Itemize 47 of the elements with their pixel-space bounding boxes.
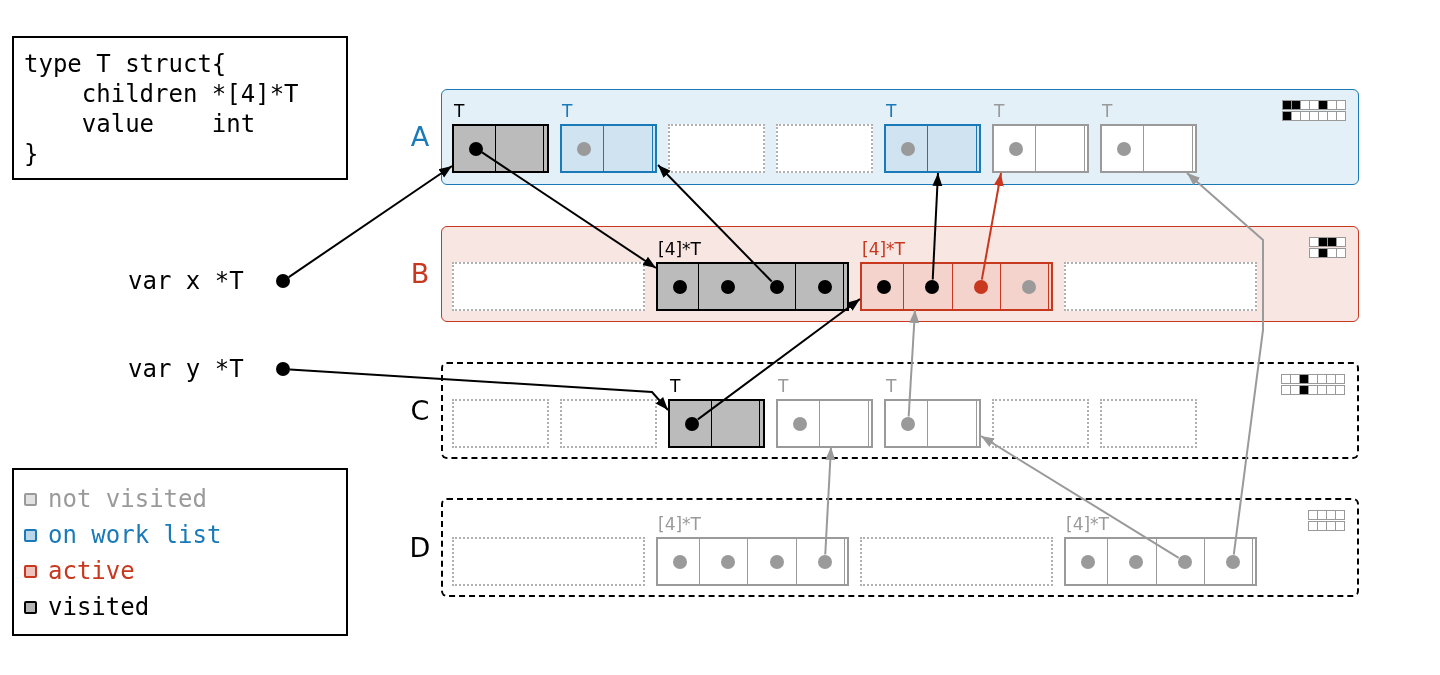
pointer-arrow: [824, 446, 836, 556]
variable-declaration: var y *T: [128, 354, 244, 384]
legend-label: not visited: [48, 484, 207, 514]
span-label: A: [409, 120, 431, 154]
code-line: }: [24, 140, 39, 168]
pointer-arrow: [931, 172, 943, 281]
span-label: C: [409, 394, 431, 428]
span-label: D: [408, 531, 432, 565]
empty-slot: [1064, 262, 1257, 311]
type-label: [4]*T: [862, 238, 905, 260]
pointer-arrow: [481, 151, 657, 269]
empty-slot: [452, 262, 645, 311]
empty-slot: [560, 399, 657, 448]
code-line: children *[4]*T: [80, 80, 299, 108]
empty-slot: [452, 537, 645, 586]
empty-slot: [452, 399, 549, 448]
type-label: T: [670, 375, 681, 397]
pointer-arrow: [1186, 172, 1264, 556]
type-label: T: [454, 100, 465, 122]
legend-label: on work list: [48, 520, 222, 550]
legend-label: visited: [48, 592, 150, 622]
pointer-arrow: [696, 298, 861, 421]
code-line: value int: [80, 110, 256, 138]
span-label: B: [409, 257, 431, 291]
variable-declaration: var x *T: [128, 266, 244, 296]
code-line: type T struct{: [24, 50, 227, 78]
empty-slot: [992, 399, 1089, 448]
type-label: [4]*T: [1066, 513, 1109, 535]
pointer-arrow: [980, 435, 1180, 559]
type-label: [4]*T: [658, 238, 701, 260]
empty-slot: [1100, 399, 1197, 448]
empty-slot: [668, 124, 765, 173]
legend-label: active: [48, 556, 135, 586]
empty-slot: [776, 124, 873, 173]
type-label: T: [886, 100, 897, 122]
type-label: T: [562, 100, 573, 122]
type-label: T: [886, 375, 897, 397]
pointer-arrow: [289, 368, 669, 411]
type-label: T: [1102, 100, 1113, 122]
type-label: T: [778, 375, 789, 397]
type-label: [4]*T: [658, 513, 701, 535]
pointer-arrow: [980, 172, 1004, 281]
empty-slot: [860, 537, 1053, 586]
code-box: [12, 36, 348, 180]
pointer-arrow: [907, 309, 920, 418]
pointer-arrow: [287, 165, 453, 279]
type-label: T: [994, 100, 1005, 122]
